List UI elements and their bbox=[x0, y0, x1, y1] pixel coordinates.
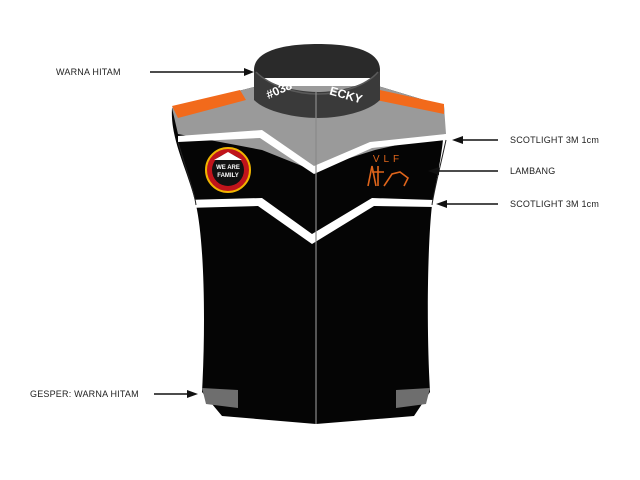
callout-top-stripe-label: SCOTLIGHT 3M 1cm bbox=[510, 135, 600, 145]
arrow-bottom-stripe bbox=[436, 200, 498, 208]
arrow-emblem bbox=[428, 167, 498, 175]
badge-text-line1: WE ARE bbox=[216, 165, 240, 171]
bottom-hem-right bbox=[396, 388, 430, 408]
arrow-buckle bbox=[154, 390, 198, 398]
badge-text-line2: FAMILY bbox=[217, 173, 238, 179]
bottom-hem bbox=[202, 388, 238, 408]
right-shoulder-orange bbox=[376, 90, 444, 114]
vlf-logo: VLF bbox=[367, 154, 410, 187]
arrow-top-stripe bbox=[452, 136, 498, 144]
callout-buckle-label: GESPER: WARNA HITAM bbox=[30, 389, 139, 399]
collar-back bbox=[254, 44, 380, 78]
bottom-scotlight-stripe bbox=[184, 198, 434, 244]
top-scotlight-stripe bbox=[178, 130, 446, 174]
collar-highlight bbox=[255, 71, 379, 95]
callout-bottom-stripe-label: SCOTLIGHT 3M 1cm bbox=[510, 199, 600, 209]
vlf-logo-text: VLF bbox=[373, 154, 403, 165]
left-armhole-edge bbox=[177, 141, 197, 206]
right-armhole-edge bbox=[431, 139, 447, 206]
arrow-collar bbox=[150, 68, 254, 76]
gray-yoke bbox=[172, 86, 446, 170]
we-are-family-badge: WE ARE FAMILY bbox=[205, 147, 251, 193]
left-shoulder-orange bbox=[172, 90, 246, 118]
callout-emblem-label: LAMBANG bbox=[510, 166, 556, 176]
callout-collar-label: WARNA HITAM bbox=[56, 67, 121, 77]
